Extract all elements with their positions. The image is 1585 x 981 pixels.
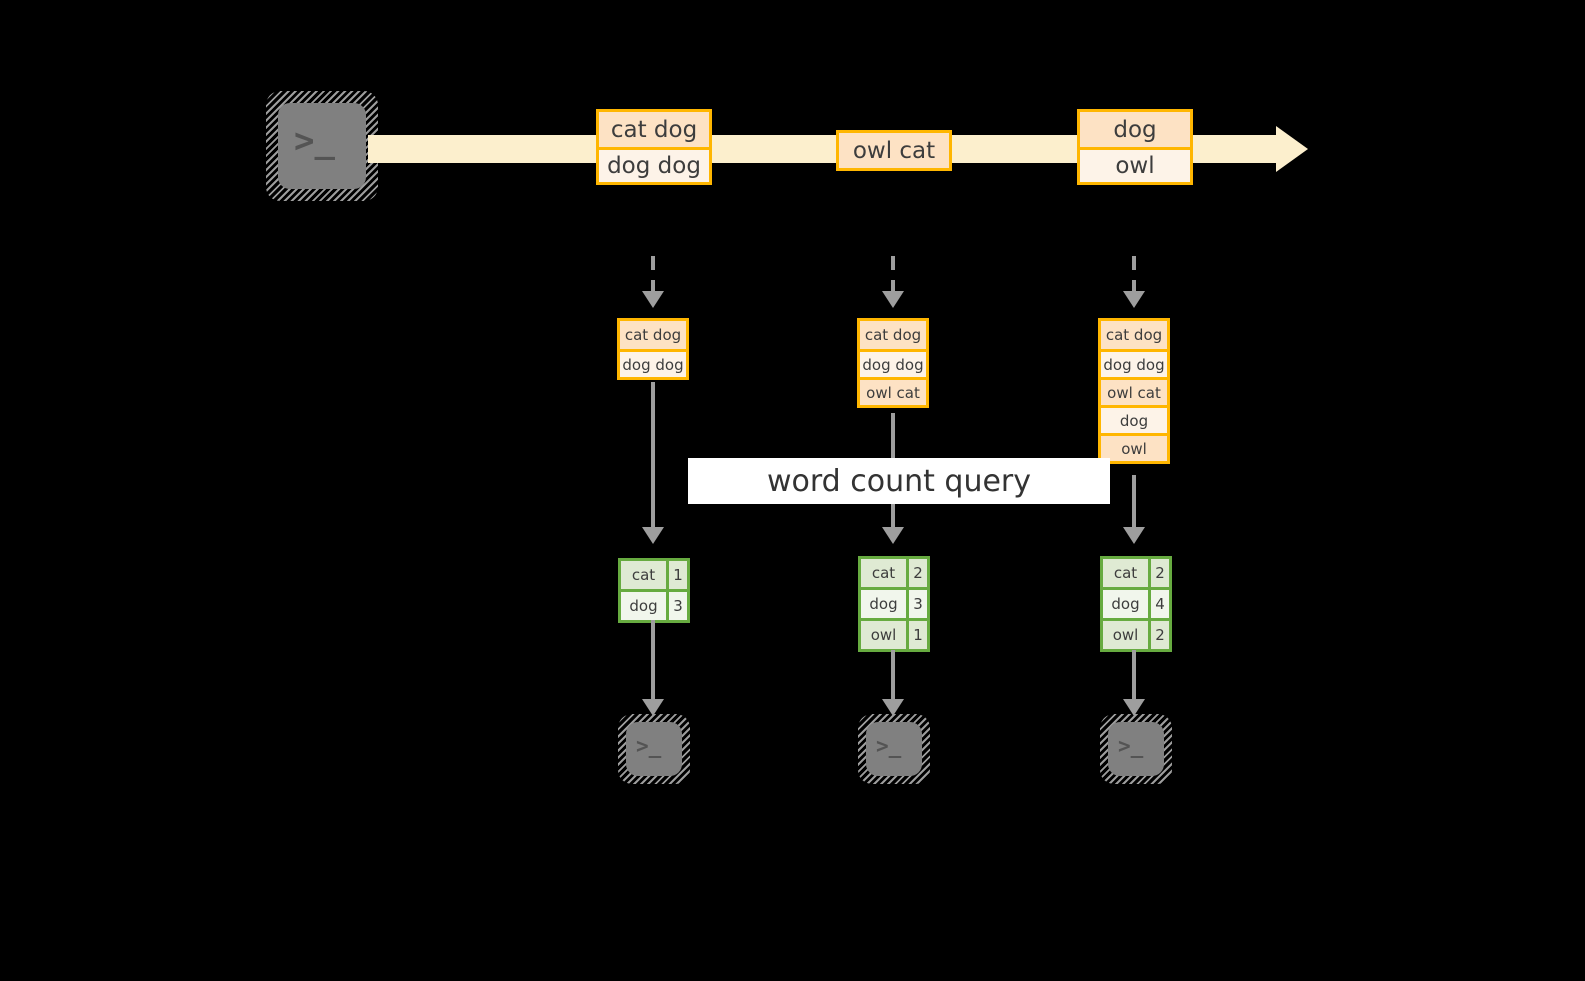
source-terminal-icon: >_ — [266, 91, 378, 201]
input-line: cat dog — [860, 321, 926, 349]
snapshot-2-sink-terminal-icon: >_ — [858, 714, 930, 784]
input-line: dog dog — [1101, 349, 1167, 377]
snapshot-3-dashed-connector — [1132, 256, 1136, 292]
terminal-face — [626, 722, 682, 776]
snapshot-1-sink-terminal-icon: >_ — [618, 714, 690, 784]
table-cell-count: 2 — [906, 559, 927, 587]
snapshot-3-dashed-arrowhead — [1123, 291, 1145, 308]
record-line: owl cat — [839, 133, 949, 168]
stream-record-2: owl cat — [836, 130, 952, 171]
input-line: owl cat — [860, 377, 926, 405]
table-row: dog 3 — [621, 589, 687, 620]
input-line: dog dog — [860, 349, 926, 377]
table-cell-word: cat — [861, 559, 906, 587]
snapshot-1-input-box: cat dog dog dog — [617, 318, 689, 380]
table-cell-word: owl — [861, 621, 906, 649]
terminal-prompt-glyph: >_ — [876, 734, 902, 758]
snapshot-3-sink-connector — [1132, 650, 1136, 700]
snapshot-2-sink-arrowhead — [882, 699, 904, 716]
table-cell-count: 3 — [666, 592, 687, 620]
snapshot-1-query-arrowhead — [642, 527, 664, 544]
snapshot-3-result-table: cat 2 dog 4 owl 2 — [1100, 556, 1172, 652]
input-line: dog — [1101, 405, 1167, 433]
table-row: cat 2 — [861, 559, 927, 587]
record-line: dog dog — [599, 147, 709, 182]
table-cell-count: 2 — [1148, 621, 1169, 649]
table-cell-count: 4 — [1148, 590, 1169, 618]
terminal-prompt-glyph: >_ — [636, 734, 662, 758]
table-row: cat 2 — [1103, 559, 1169, 587]
snapshot-2-dashed-connector — [891, 256, 895, 292]
table-cell-word: owl — [1103, 621, 1148, 649]
stream-record-3: dog owl — [1077, 109, 1193, 185]
query-label: word count query — [688, 458, 1110, 504]
table-cell-count: 1 — [906, 621, 927, 649]
record-line: owl — [1080, 147, 1190, 182]
snapshot-3-query-connector — [1132, 475, 1136, 528]
terminal-face — [278, 103, 366, 189]
snapshot-3-input-box: cat dog dog dog owl cat dog owl — [1098, 318, 1170, 464]
snapshot-3-query-arrowhead — [1123, 527, 1145, 544]
table-cell-word: cat — [1103, 559, 1148, 587]
table-row: dog 4 — [1103, 587, 1169, 618]
snapshot-1-sink-connector — [651, 620, 655, 700]
input-line: cat dog — [620, 321, 686, 349]
input-line: owl — [1101, 433, 1167, 461]
input-line: cat dog — [1101, 321, 1167, 349]
table-row: dog 3 — [861, 587, 927, 618]
snapshot-1-query-connector — [651, 382, 655, 528]
snapshot-2-dashed-arrowhead — [882, 291, 904, 308]
snapshot-1-result-table: cat 1 dog 3 — [618, 558, 690, 623]
table-cell-word: dog — [861, 590, 906, 618]
record-line: dog — [1080, 112, 1190, 147]
stream-arrow-icon — [1276, 126, 1308, 172]
table-cell-word: dog — [1103, 590, 1148, 618]
table-row: owl 1 — [861, 618, 927, 649]
table-cell-word: cat — [621, 561, 666, 589]
terminal-prompt-glyph: >_ — [1118, 734, 1144, 758]
snapshot-1-dashed-arrowhead — [642, 291, 664, 308]
terminal-prompt-glyph: >_ — [294, 121, 335, 161]
input-line: dog dog — [620, 349, 686, 377]
snapshot-1-sink-arrowhead — [642, 699, 664, 716]
table-cell-word: dog — [621, 592, 666, 620]
table-cell-count: 3 — [906, 590, 927, 618]
terminal-face — [1108, 722, 1164, 776]
table-row: cat 1 — [621, 561, 687, 589]
snapshot-1-dashed-connector — [651, 256, 655, 292]
stream-record-1: cat dog dog dog — [596, 109, 712, 185]
snapshot-3-sink-arrowhead — [1123, 699, 1145, 716]
table-row: owl 2 — [1103, 618, 1169, 649]
terminal-face — [866, 722, 922, 776]
snapshot-2-sink-connector — [891, 650, 895, 700]
record-line: cat dog — [599, 112, 709, 147]
table-cell-count: 2 — [1148, 559, 1169, 587]
snapshot-2-query-arrowhead — [882, 527, 904, 544]
table-cell-count: 1 — [666, 561, 687, 589]
snapshot-3-sink-terminal-icon: >_ — [1100, 714, 1172, 784]
snapshot-2-result-table: cat 2 dog 3 owl 1 — [858, 556, 930, 652]
input-line: owl cat — [1101, 377, 1167, 405]
snapshot-2-input-box: cat dog dog dog owl cat — [857, 318, 929, 408]
